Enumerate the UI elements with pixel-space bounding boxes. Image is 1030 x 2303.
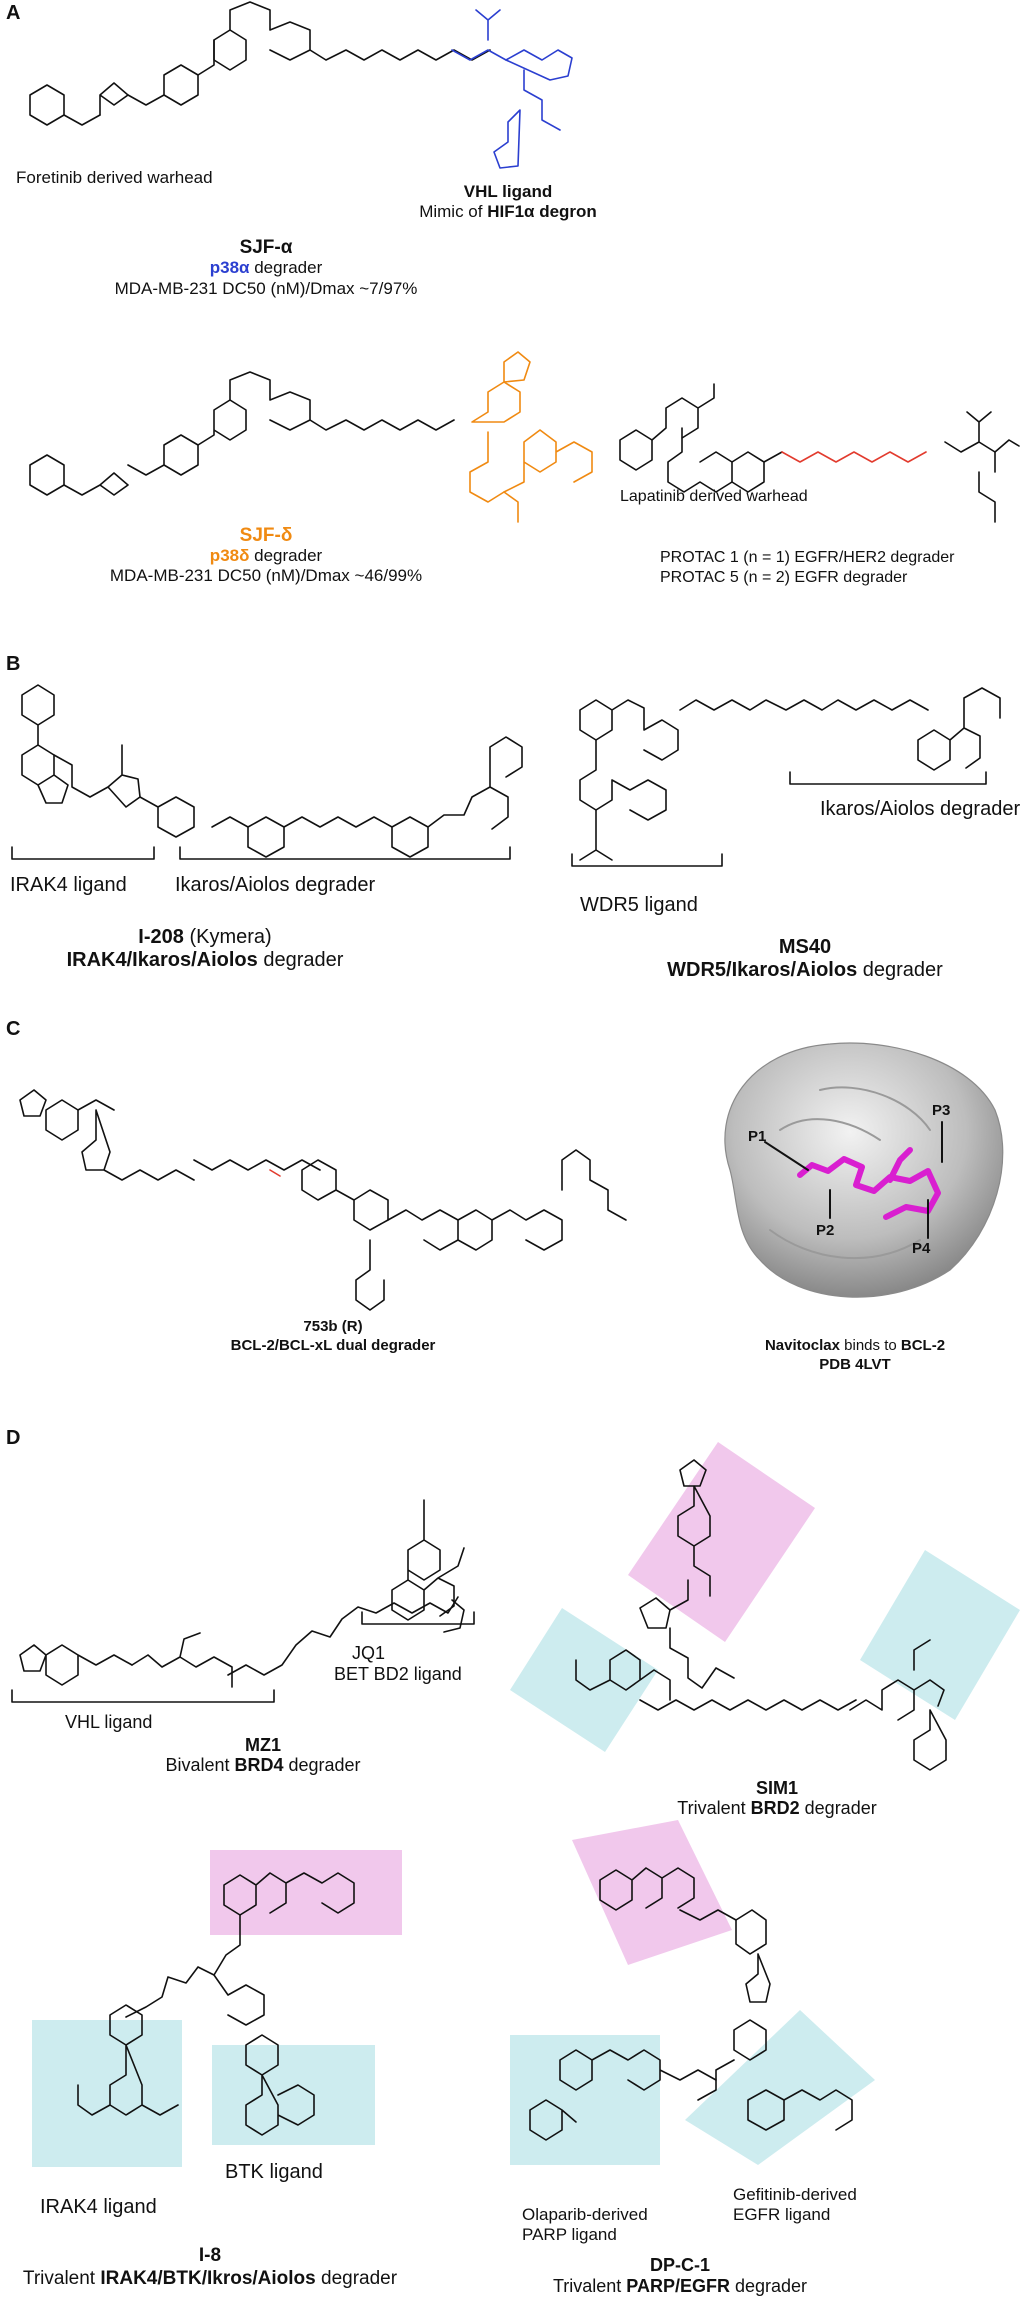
sjf-alpha-mda: MDA-MB-231 DC50 (nM)/Dmax ~7/97% (114, 279, 418, 298)
olaparib-label-2: PARP ligand (522, 2225, 617, 2244)
brd2-text: BRD2 (750, 1798, 800, 1818)
brd4-text: BRD4 (234, 1755, 284, 1775)
bcl2-text: BCL-2 (900, 1337, 946, 1354)
navitoclax-caption: Navitoclax binds to BCL-2 (765, 1337, 945, 1355)
i208-name: I-208 (138, 926, 184, 948)
bet-bd2-label: BET BD2 ligand (334, 1664, 462, 1684)
ms40-degrader-word: degrader (857, 959, 943, 981)
ms40-name: MS40 (778, 936, 832, 958)
sjf-delta-target: p38δ degrader (210, 546, 322, 566)
753b-structure (19, 1089, 627, 1311)
dpc1-structure (510, 1820, 875, 2165)
mz1-degrader-word: degrader (283, 1755, 361, 1775)
hif-mimic-label: Mimic of HIF1α degron (419, 202, 597, 222)
wdr5-ligand-label: WDR5 ligand (580, 894, 698, 916)
i208-target: IRAK4/Ikaros/Aiolos (66, 949, 258, 971)
panel-label-c: C (6, 1018, 21, 1040)
i208-title: I-208 (Kymera) (138, 925, 271, 949)
mz1-structure (19, 1499, 465, 1688)
sim1-degrader-word: degrader (799, 1798, 877, 1818)
753b-name: 753b (R) (303, 1318, 363, 1335)
i208-structure (21, 684, 523, 858)
sjf-delta-structure (29, 351, 593, 523)
ikaros-right-label: Ikaros/Aiolos degrader (820, 798, 1021, 820)
lapatinib-protac-structure (619, 383, 1020, 523)
sjf-delta-mda: MDA-MB-231 DC50 (nM)/Dmax ~46/99% (109, 566, 423, 585)
pocket-p3: P3 (932, 1102, 951, 1119)
panel-label-a: A (6, 2, 21, 24)
btk-ligand-label: BTK ligand (225, 2161, 323, 2183)
i8-target: IRAK4/BTK/Ikros/Aiolos (100, 2268, 316, 2289)
753b-subtitle: BCL-2/BCL-xL dual degrader (231, 1337, 436, 1355)
gefitinib-label-2: EGFR ligand (733, 2205, 831, 2224)
bcl2-surface-image (724, 1042, 1004, 1298)
i8-degrader-word: degrader (315, 2268, 398, 2289)
sjf-alpha-name: SJF-α (239, 237, 293, 258)
lapatinib-label: Lapatinib derived warhead (620, 488, 808, 505)
pocket-p1: P1 (748, 1128, 767, 1145)
ikaros-left-label: Ikaros/Aiolos degrader (175, 874, 376, 896)
i208-brackets (11, 846, 511, 860)
dpc1-subtitle: Trivalent PARP/EGFR degrader (553, 2276, 807, 2298)
ms40-brackets (571, 771, 987, 867)
sjf-delta-degrader-word: degrader (249, 546, 323, 565)
sim1-subtitle: Trivalent BRD2 degrader (677, 1798, 876, 1820)
i8-name: I-8 (198, 2245, 222, 2266)
dpc1-desc-prefix: Trivalent (552, 2276, 627, 2296)
panel-label-d: D (6, 1427, 21, 1449)
sim1-name: SIM1 (755, 1778, 799, 1798)
vhl-ligand-label: VHL ligand (464, 182, 552, 202)
mz1-subtitle: Bivalent BRD4 degrader (165, 1755, 360, 1777)
dpc1-target: PARP/EGFR (626, 2276, 730, 2296)
sjf-delta-name: SJF-δ (239, 525, 293, 546)
hif-degron-text: HIF1α degron (487, 202, 597, 221)
sjf-alpha-structure (29, 1, 573, 169)
protac1-label: PROTAC 1 (n = 1) EGFR/HER2 degrader (660, 549, 955, 566)
jq1-label: JQ1 (352, 1643, 386, 1663)
irak4-ligand-label-b: IRAK4 ligand (10, 874, 127, 896)
pocket-p4: P4 (912, 1240, 931, 1257)
p38a-text: p38α (209, 258, 250, 277)
ms40-target: WDR5/Ikaros/Aiolos (667, 959, 858, 981)
i8-desc-prefix: Trivalent (22, 2268, 101, 2289)
ms40-structure (579, 687, 1001, 861)
sjf-alpha-degrader-word: degrader (249, 258, 323, 277)
i8-subtitle: Trivalent IRAK4/BTK/Ikros/Aiolos degrade… (23, 2268, 397, 2291)
irak4-ligand-label-d: IRAK4 ligand (40, 2196, 157, 2218)
vhl-ligand-text: VHL ligand (463, 182, 553, 201)
i8-structure (32, 1850, 402, 2167)
mimic-prefix: Mimic of (419, 202, 488, 221)
sjf-alpha-target: p38α degrader (210, 258, 323, 278)
mz1-desc-prefix: Bivalent (165, 1755, 235, 1775)
foretinib-label: Foretinib derived warhead (16, 168, 213, 187)
navitoclax-text: Navitoclax (764, 1337, 840, 1354)
i208-org: (Kymera) (189, 926, 272, 948)
pdb-code: PDB 4LVT (819, 1356, 891, 1373)
sim1-desc-prefix: Trivalent (677, 1798, 751, 1818)
p38d-text: p38δ (209, 546, 250, 565)
ms40-subtitle: WDR5/Ikaros/Aiolos degrader (667, 958, 943, 982)
panel-label-b: B (6, 653, 21, 675)
binds-to-text: binds to (840, 1337, 901, 1354)
bcl-dual-text: BCL-2/BCL-xL dual degrader (230, 1337, 436, 1354)
dpc1-name: DP-C-1 (649, 2255, 711, 2275)
mz1-name: MZ1 (245, 1735, 281, 1755)
i208-degrader-word: degrader (257, 949, 344, 971)
mz1-brackets (11, 1611, 475, 1703)
olaparib-label-1: Olaparib-derived (522, 2205, 648, 2224)
vhl-ligand-label-d: VHL ligand (65, 1712, 153, 1732)
protac5-label: PROTAC 5 (n = 2) EGFR degrader (660, 569, 908, 586)
pocket-p2: P2 (816, 1222, 835, 1239)
i208-subtitle: IRAK4/Ikaros/Aiolos degrader (67, 948, 344, 972)
gefitinib-label-1: Gefitinib-derived (733, 2185, 857, 2204)
sim1-structure (510, 1442, 1020, 1771)
dpc1-degrader-word: degrader (729, 2276, 808, 2296)
